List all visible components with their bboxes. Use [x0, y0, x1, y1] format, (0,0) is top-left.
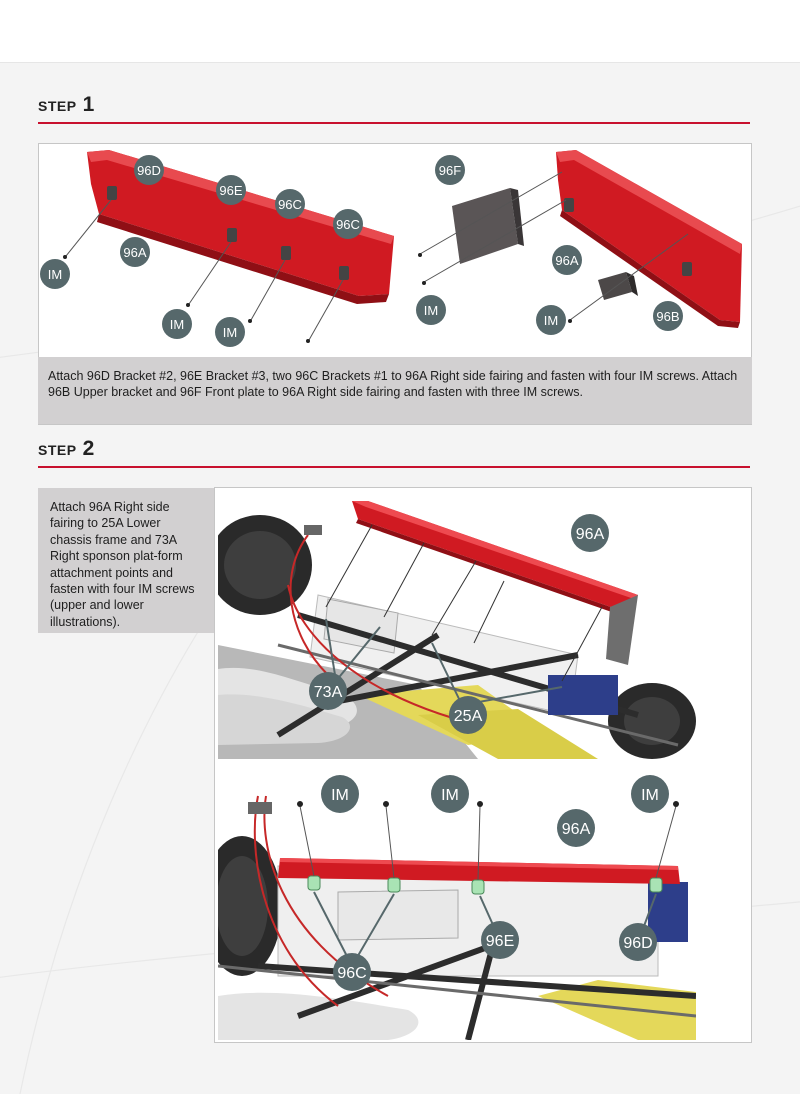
svg-text:IM: IM: [223, 325, 237, 340]
step-2-header: STEP 2: [38, 436, 750, 468]
callout-96b: 96B: [653, 301, 683, 331]
svg-text:96B: 96B: [656, 309, 679, 324]
callout-96c: 96C: [275, 189, 305, 219]
step-1-fairing-brackets-illustration: 96D 96E 96C 96C 96A IM IM IM: [40, 150, 394, 347]
svg-text:IM: IM: [170, 317, 184, 332]
step-1-header: STEP 1: [38, 92, 750, 124]
callout-im: IM: [416, 295, 446, 325]
step-1-front-plate-illustration: 96F 96A IM IM 96B: [416, 150, 742, 335]
svg-text:96A: 96A: [123, 245, 146, 260]
svg-text:96C: 96C: [337, 965, 366, 982]
step-2-lower-illustration: IM IM IM 96A 96E 96D 96C: [218, 766, 696, 1040]
callout-96a: 96A: [120, 237, 150, 267]
svg-text:IM: IM: [424, 303, 438, 318]
callout-im: IM: [631, 775, 669, 813]
svg-text:96E: 96E: [219, 183, 242, 198]
svg-text:IM: IM: [331, 787, 349, 804]
step-1-number: 1: [82, 93, 95, 116]
svg-text:25A: 25A: [454, 708, 483, 725]
callout-25a: 25A: [449, 696, 487, 734]
svg-text:96A: 96A: [555, 253, 578, 268]
step-2-number: 2: [82, 437, 95, 460]
step-1-caption: Attach 96D Bracket #2, 96E Bracket #3, t…: [38, 357, 752, 424]
step-2-upper-illustration: 96A 73A 25A: [218, 495, 696, 759]
svg-text:IM: IM: [441, 787, 459, 804]
callout-im: IM: [162, 309, 192, 339]
callout-96c: 96C: [333, 209, 363, 239]
callout-96a: 96A: [552, 245, 582, 275]
callout-96f: 96F: [435, 155, 465, 185]
svg-text:IM: IM: [48, 267, 62, 282]
callout-96e: 96E: [216, 175, 246, 205]
svg-text:96E: 96E: [486, 933, 514, 950]
callout-im: IM: [40, 259, 70, 289]
callout-96d: 96D: [619, 923, 657, 961]
svg-text:96C: 96C: [278, 197, 302, 212]
callout-73a: 73A: [309, 672, 347, 710]
step-1-word: STEP: [38, 98, 77, 114]
svg-text:96D: 96D: [137, 163, 161, 178]
callout-im: IM: [215, 317, 245, 347]
callout-96a: 96A: [557, 809, 595, 847]
callout-im: IM: [321, 775, 359, 813]
svg-text:96C: 96C: [336, 217, 360, 232]
callout-im: IM: [431, 775, 469, 813]
svg-text:IM: IM: [641, 787, 659, 804]
callout-96d: 96D: [134, 155, 164, 185]
svg-text:96A: 96A: [562, 821, 591, 838]
callout-im: IM: [536, 305, 566, 335]
step-2-instructions: Attach 96A Right side fairing to 25A Low…: [38, 488, 215, 633]
callout-96a: 96A: [571, 514, 609, 552]
svg-text:IM: IM: [544, 313, 558, 328]
svg-text:96D: 96D: [623, 935, 652, 952]
callout-96e: 96E: [481, 921, 519, 959]
svg-text:73A: 73A: [314, 684, 343, 701]
callout-96c: 96C: [333, 953, 371, 991]
svg-text:96F: 96F: [439, 163, 461, 178]
step-2-word: STEP: [38, 442, 77, 458]
top-band: [0, 0, 800, 63]
svg-text:96A: 96A: [576, 526, 605, 543]
